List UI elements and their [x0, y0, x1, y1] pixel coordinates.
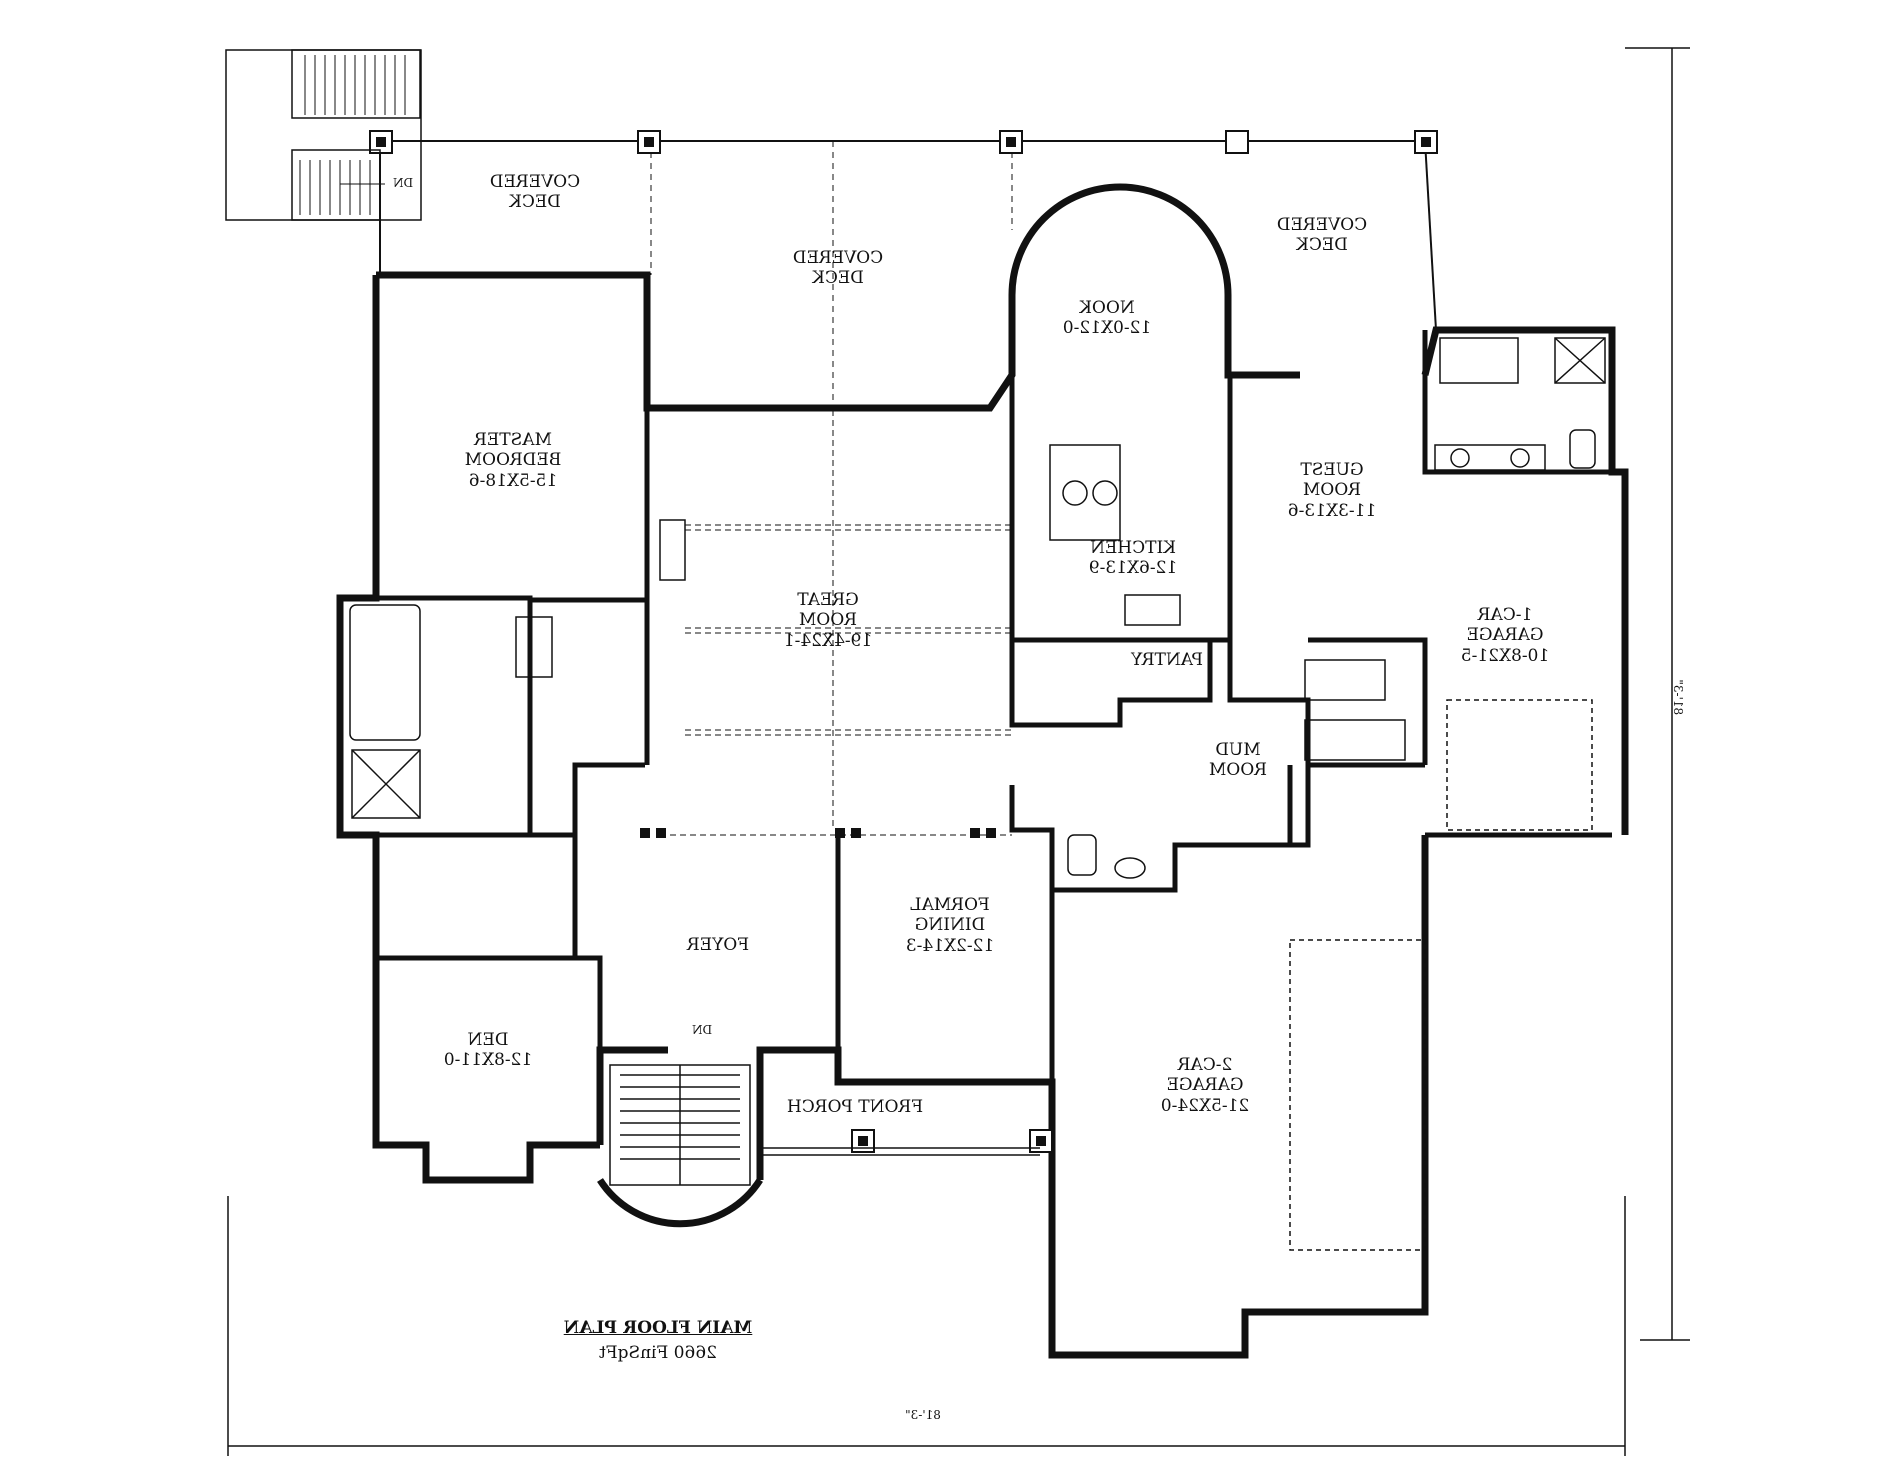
deck-stairs [225, 49, 422, 221]
foyer-label: FOYER [686, 935, 750, 955]
deck-posts [369, 130, 1438, 154]
exterior-walls [336, 183, 1629, 1359]
overall-width-dimension: 81'-3" [905, 1408, 941, 1422]
front-stairs [609, 1064, 751, 1186]
porch-rail [760, 1147, 1040, 1156]
porch-posts [640, 828, 1053, 1153]
deck-stair-dn-label: DN [392, 176, 414, 190]
fixtures [349, 337, 1606, 1251]
great-room-beams [660, 410, 1012, 836]
interior-walls [340, 330, 1612, 1082]
overall-depth-dimension: 81'-3" [1671, 679, 1686, 716]
front-porch-label: FRONT PORCH [786, 1097, 924, 1117]
foyer-stair-dn-label: DN [691, 1023, 713, 1037]
plan-subtitle: 2660 FinSqFt [598, 1343, 718, 1363]
dimension-lines [227, 47, 1690, 1456]
plan-title: MAIN FLOOR PLAN [563, 1318, 753, 1338]
pantry-label: PANTRY [1131, 650, 1203, 670]
